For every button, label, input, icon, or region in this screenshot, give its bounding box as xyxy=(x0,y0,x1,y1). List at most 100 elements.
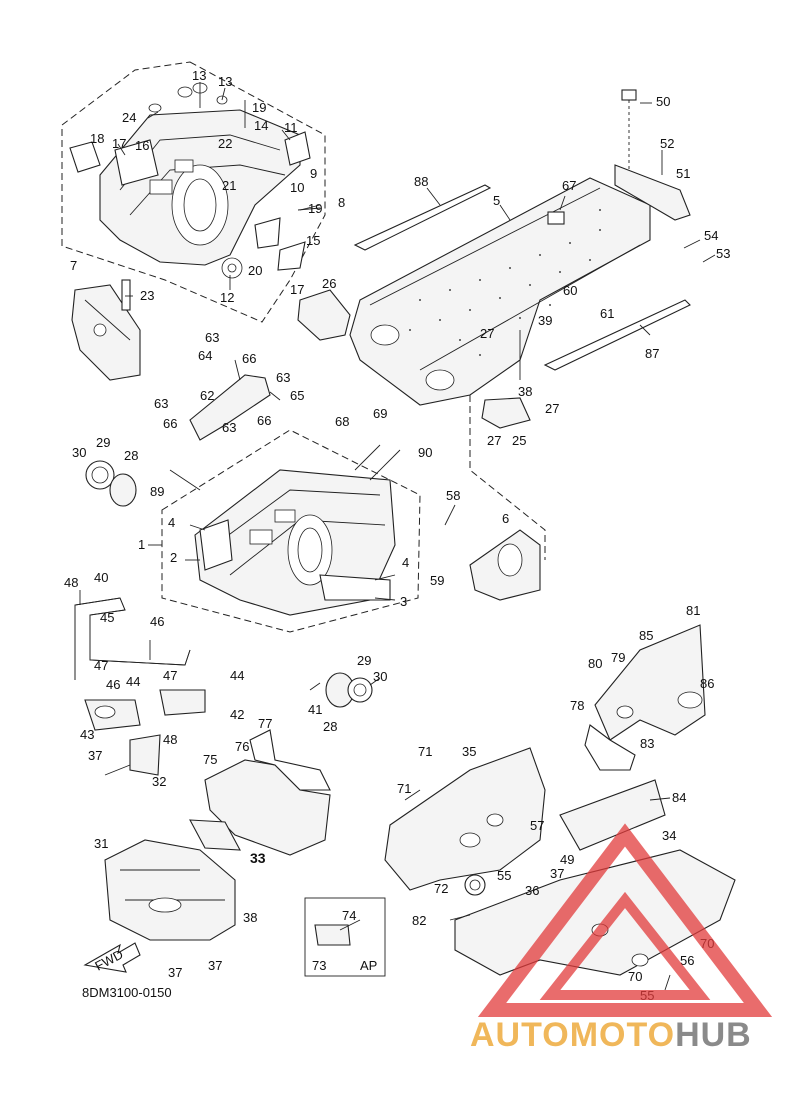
callout: 52 xyxy=(660,136,674,151)
callout: 42 xyxy=(230,707,244,722)
panel-35 xyxy=(384,747,546,891)
callout: 78 xyxy=(570,698,584,713)
watermark-brand: AUTOMOTOHUB xyxy=(470,1016,752,1055)
callout: 23 xyxy=(140,288,154,303)
callout: 19 xyxy=(252,100,266,115)
callout: 54 xyxy=(704,228,718,243)
watermark-brand-part2: HUB xyxy=(675,1016,752,1054)
strip-84 xyxy=(559,779,666,851)
callout: 38 xyxy=(243,910,257,925)
callout: 28 xyxy=(124,448,138,463)
watermark-logo-icon xyxy=(477,823,773,1017)
callout: 33 xyxy=(250,850,266,866)
callout: 14 xyxy=(254,118,268,133)
upper-bracket-assembly xyxy=(61,61,326,323)
callout: 4 xyxy=(168,515,175,530)
callout: 62 xyxy=(200,388,214,403)
bracket-7 xyxy=(71,279,141,381)
callout: 37 xyxy=(550,866,564,881)
inset-ap: AP xyxy=(304,897,386,977)
callout: 73 xyxy=(312,958,326,973)
callout: 56 xyxy=(680,953,694,968)
callout: 25 xyxy=(512,433,526,448)
callout: 84 xyxy=(672,790,686,805)
callout: 12 xyxy=(220,290,234,305)
assembly-1-boundary xyxy=(161,429,421,633)
watermark-brand-part1: AUTOMOTO xyxy=(470,1016,676,1054)
callout: 38 xyxy=(518,384,532,399)
callout: 10 xyxy=(290,180,304,195)
callout: 63 xyxy=(222,420,236,435)
callout: 76 xyxy=(235,739,249,754)
cover-77 xyxy=(249,729,331,791)
callout: 28 xyxy=(323,719,337,734)
mount-42 xyxy=(159,689,206,716)
callout: 1 xyxy=(138,537,145,552)
callout: 89 xyxy=(150,484,164,499)
callout: 44 xyxy=(126,674,140,689)
callout: 31 xyxy=(94,836,108,851)
callout: 51 xyxy=(676,166,690,181)
callout: 58 xyxy=(446,488,460,503)
callout: 65 xyxy=(290,388,304,403)
panel-78 xyxy=(584,724,636,771)
cover-26 xyxy=(297,289,351,341)
callout-labels: 13 13 19 24 14 11 22 18 17 16 9 21 10 8 … xyxy=(64,68,730,1003)
callout: 37 xyxy=(88,748,102,763)
callout: 61 xyxy=(600,306,614,321)
callout: 32 xyxy=(152,774,166,789)
callout: 55 xyxy=(497,868,511,883)
callout: 88 xyxy=(414,174,428,189)
callout: 30 xyxy=(373,669,387,684)
boot-28-left xyxy=(109,473,137,507)
callout: 2 xyxy=(170,550,177,565)
callout: 60 xyxy=(563,283,577,298)
callout: 74 xyxy=(342,908,356,923)
grille-33 xyxy=(189,819,241,851)
bracket-32 xyxy=(129,734,161,776)
fwd-arrow-icon: FWD xyxy=(83,942,141,974)
callout: 40 xyxy=(94,570,108,585)
strip-87 xyxy=(543,299,691,371)
callout: 37 xyxy=(208,958,222,973)
bracket-25 xyxy=(481,397,531,429)
callout: 36 xyxy=(525,883,539,898)
callout: 66 xyxy=(257,413,271,428)
callout: 11 xyxy=(284,120,298,135)
callout: 37 xyxy=(168,965,182,980)
callout: 72 xyxy=(434,881,448,896)
callout: 9 xyxy=(310,166,317,181)
callout: 45 xyxy=(100,610,114,625)
callout: 70 xyxy=(628,969,642,984)
callout: 34 xyxy=(662,828,676,843)
callout: 69 xyxy=(373,406,387,421)
callout: 35 xyxy=(462,744,476,759)
callout: 3 xyxy=(400,594,407,609)
callout: 8 xyxy=(338,195,345,210)
reference-code: 8DM3100-0150 xyxy=(82,985,172,1000)
callout: 15 xyxy=(306,233,320,248)
callout: 39 xyxy=(538,313,552,328)
callout: 13 xyxy=(218,74,232,89)
callout: 24 xyxy=(122,110,136,125)
callout: 43 xyxy=(80,727,94,742)
callout: 19 xyxy=(308,201,322,216)
callout: 18 xyxy=(90,131,104,146)
inset-label: AP xyxy=(360,958,377,973)
callout: 30 xyxy=(72,445,86,460)
callout: 17 xyxy=(112,136,126,151)
callout: 66 xyxy=(163,416,177,431)
callout: 80 xyxy=(588,656,602,671)
cap-50 xyxy=(621,89,637,101)
callout: 71 xyxy=(397,781,411,796)
callout: 83 xyxy=(640,736,654,751)
callout: 48 xyxy=(64,575,78,590)
callout: 50 xyxy=(656,94,670,109)
callout: 26 xyxy=(322,276,336,291)
bracket-51 xyxy=(614,164,691,221)
bracket-62 xyxy=(189,374,271,441)
callout: 86 xyxy=(700,676,714,691)
callout: 21 xyxy=(222,178,236,193)
lower-fairing-31 xyxy=(104,839,236,941)
callout: 41 xyxy=(308,702,322,717)
